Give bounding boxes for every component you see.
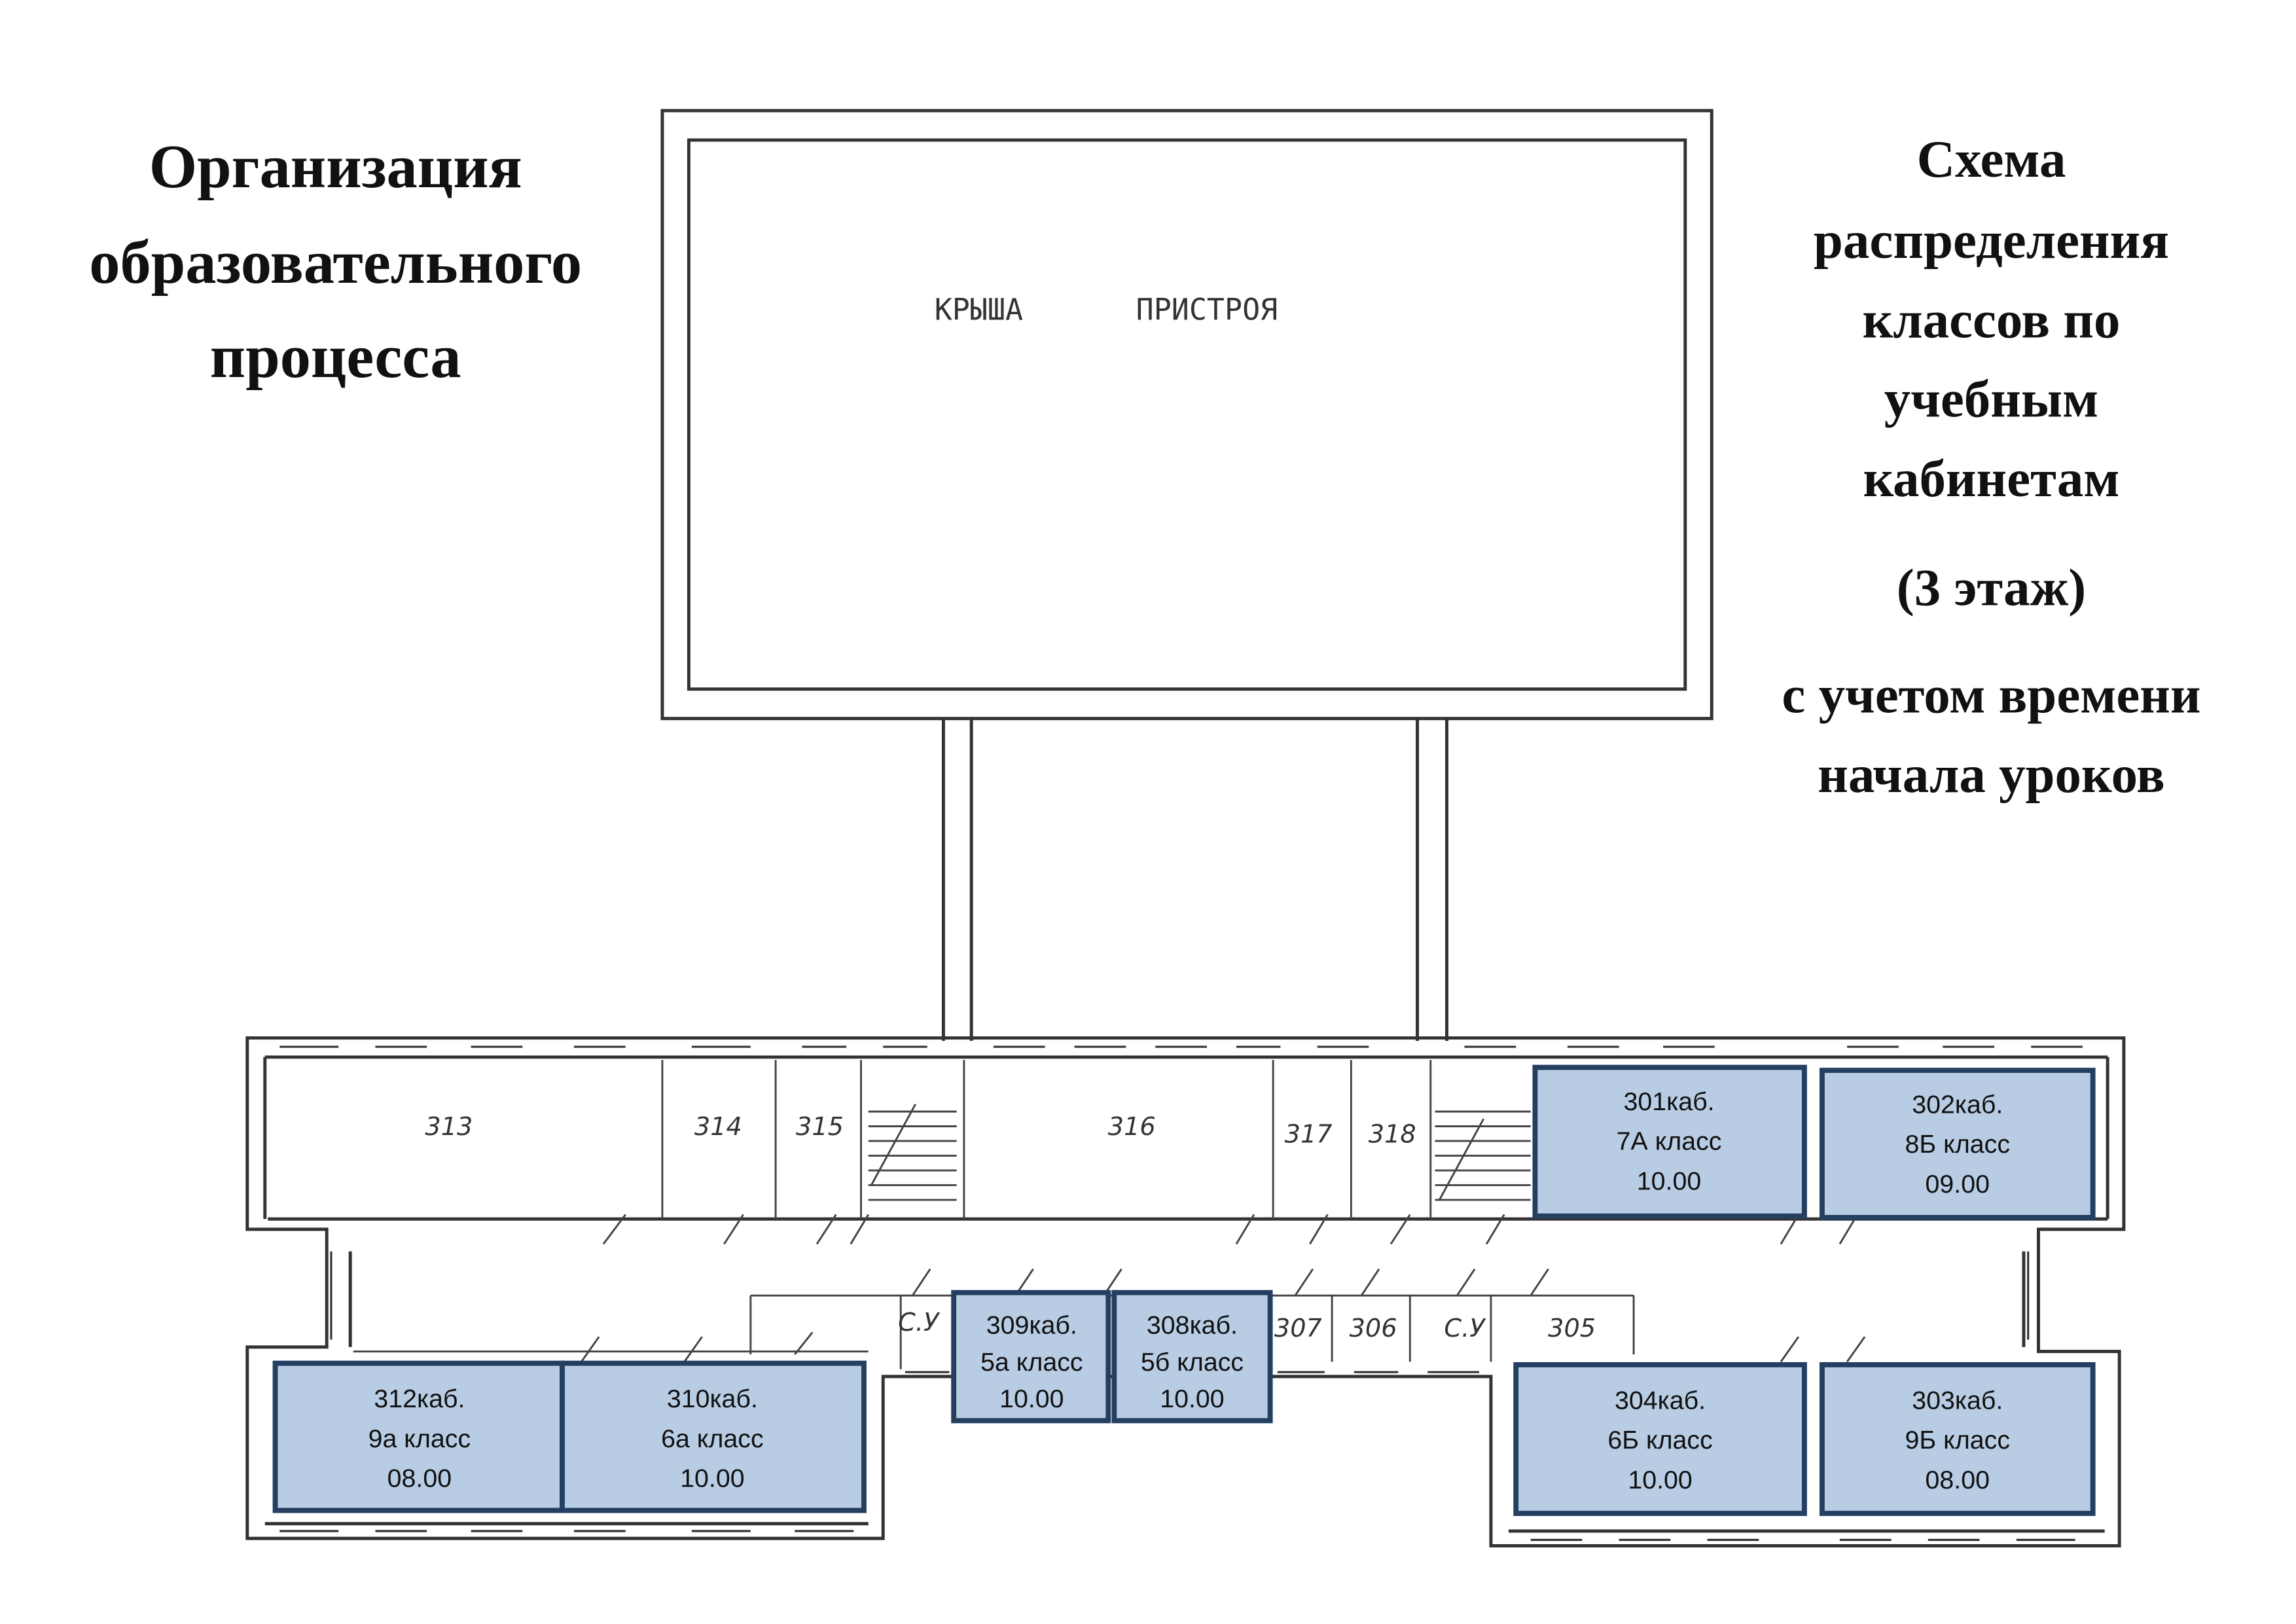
room-number-305: 305 [1548,1314,1596,1343]
room-number: 312каб. [374,1384,465,1413]
annex-roof-label: КРЫША [935,292,1023,327]
doors [581,1214,1866,1363]
class-name: 6Б класс [1607,1426,1712,1454]
left-title-line: образовательного [89,228,582,297]
room-number-315: 315 [796,1113,844,1142]
start-time: 10.00 [1637,1166,1701,1195]
start-time: 08.00 [387,1464,452,1493]
right-title: Схема распределения классов по учебным к… [1782,130,2200,804]
start-time: 09.00 [1926,1170,1990,1199]
room-number-313: 313 [425,1113,473,1142]
restroom-label: С.У [898,1308,941,1337]
right-title-line: начала уроков [1818,745,2164,804]
class-name: 6а класс [661,1424,764,1453]
start-time: 10.00 [1628,1466,1692,1494]
main-building-walls [245,1036,2126,1547]
right-title-line: распределения [1814,211,2169,270]
room-number-307: 307 [1274,1314,1322,1343]
class-name: 8Б класс [1905,1130,2010,1159]
start-time: 08.00 [1926,1466,1990,1494]
room-number: 301каб. [1624,1087,1715,1116]
stairs [868,1104,1531,1201]
class-name: 5б класс [1141,1348,1244,1377]
room-number: 303каб. [1912,1386,2003,1415]
classroom-309: 309каб. 5а класс 10.00 [951,1290,1111,1424]
right-title-line: с учетом времени [1782,666,2200,725]
restroom-label: С.У [1444,1314,1486,1343]
class-name: 9Б класс [1905,1426,2010,1454]
left-title-line: процесса [210,323,461,391]
plan-room-labels: 313 314 315 316 317 318 С.У 307 306 С.У … [425,1113,1596,1343]
right-title-line: кабинетам [1863,449,2120,508]
room-number: 310каб. [667,1384,758,1413]
annex-roof-label: ПРИСТРОЯ [1136,292,1278,327]
room-number-318: 318 [1369,1120,1416,1149]
start-time: 10.00 [680,1464,744,1493]
classroom-308: 308каб. 5б класс 10.00 [1111,1290,1273,1424]
right-title-line: учебным [1884,370,2098,429]
room-number-316: 316 [1108,1113,1156,1142]
right-title-line: (3 этаж) [1897,558,2087,617]
windows [279,1045,2083,1542]
classroom-303: 303каб. 9Б класс 08.00 [1819,1362,2096,1516]
class-name: 7А класс [1617,1127,1722,1156]
left-title: Организация образовательного процесса [89,133,582,391]
right-title-line: классов по [1863,290,2121,349]
start-time: 10.00 [999,1384,1064,1413]
room-number-314: 314 [694,1113,742,1142]
annex-building: КРЫША ПРИСТРОЯ [660,109,1713,1041]
classroom-304: 304каб. 6Б класс 10.00 [1513,1362,1807,1516]
classroom-310: 310каб. 6а класс 10.00 [560,1360,867,1513]
room-number-306: 306 [1350,1314,1397,1343]
room-number: 309каб. [986,1311,1077,1340]
classroom-312: 312каб. 9а класс 08.00 [272,1360,565,1513]
room-number-317: 317 [1285,1120,1333,1149]
classroom-301: 301каб. 7А класс 10.00 [1532,1064,1807,1219]
room-number: 308каб. [1147,1311,1238,1340]
right-title-line: Схема [1917,130,2066,189]
room-number: 302каб. [1912,1090,2003,1119]
class-name: 9а класс [368,1424,471,1453]
class-name: 5а класс [980,1348,1083,1377]
classroom-302: 302каб. 8Б класс 09.00 [1819,1068,2096,1220]
room-number: 304каб. [1615,1386,1706,1415]
left-title-line: Организация [149,133,522,201]
start-time: 10.00 [1160,1384,1224,1413]
